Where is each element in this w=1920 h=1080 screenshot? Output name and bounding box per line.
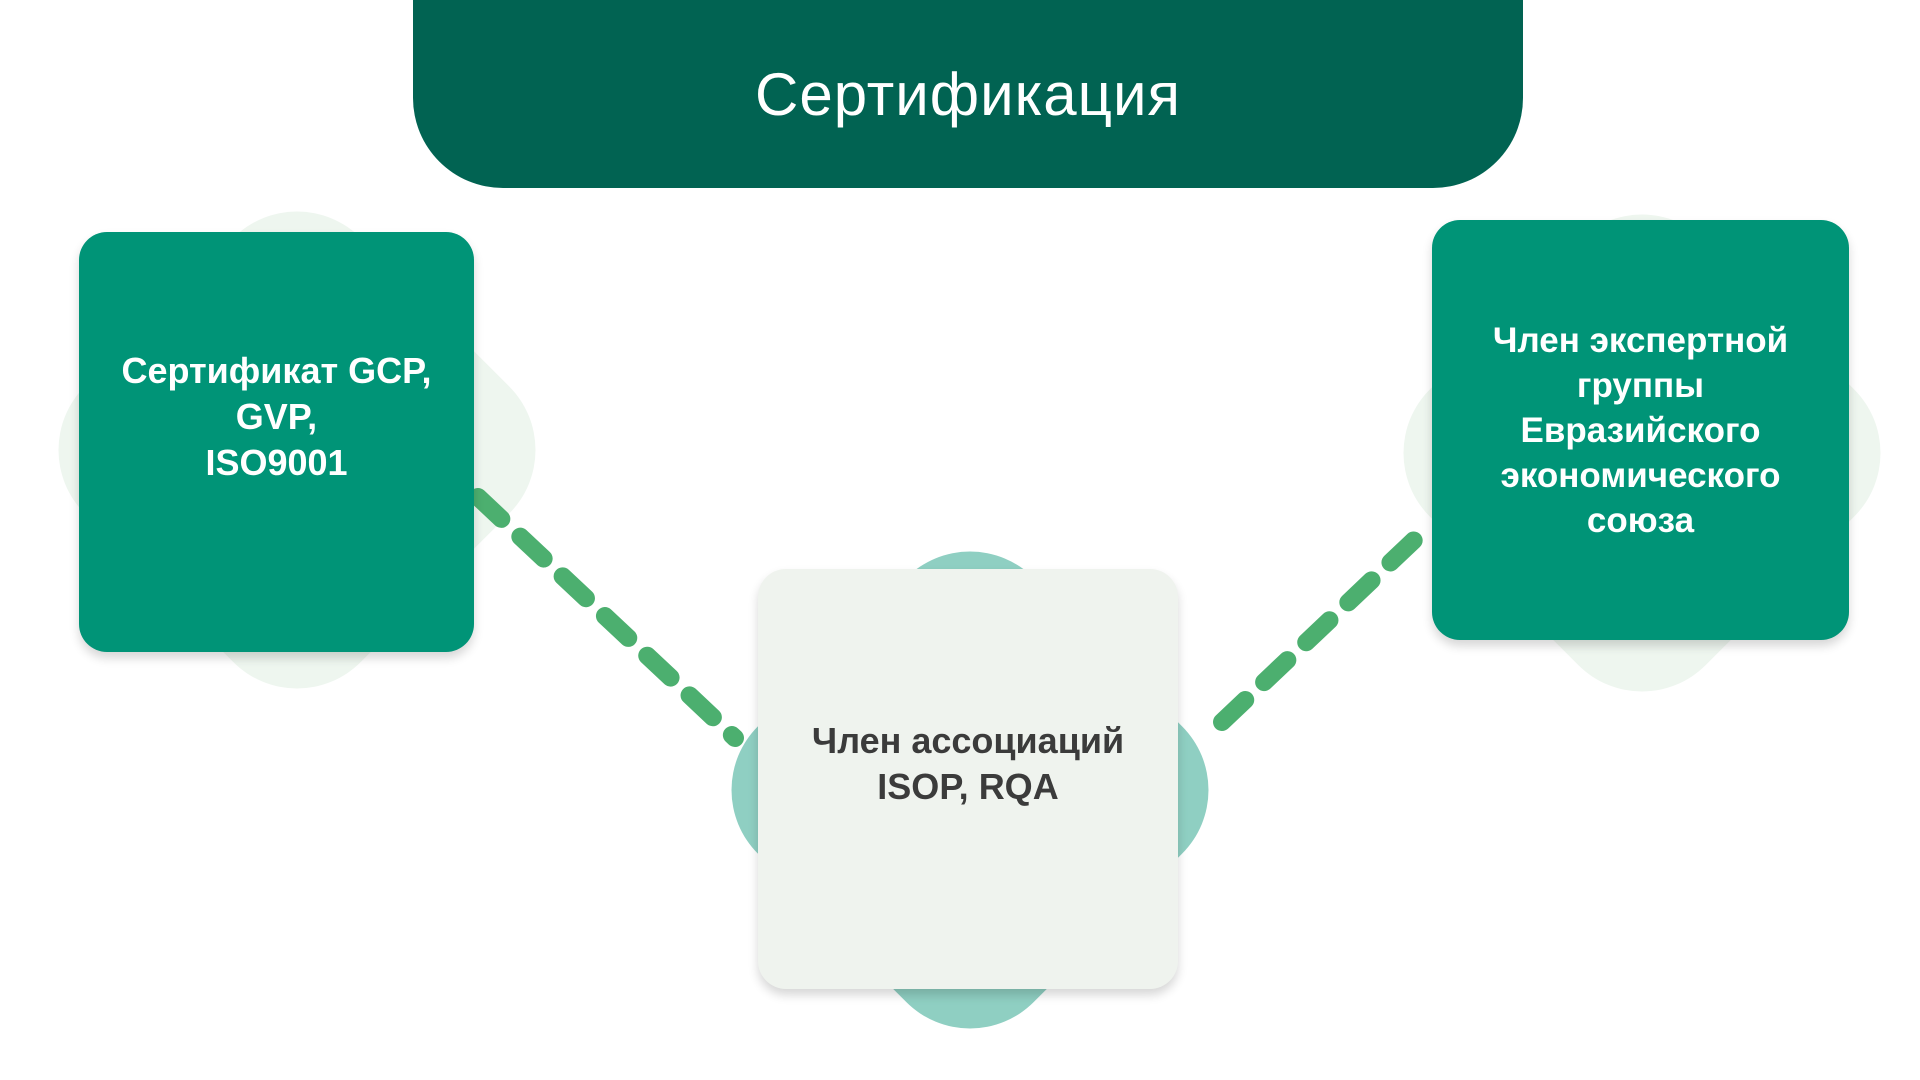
card-associations: Член ассоциаций ISOP, RQA	[758, 569, 1178, 989]
card-gcp-certificate: Сертификат GCP, GVP, ISO9001	[79, 232, 474, 652]
title-banner: Сертификация	[413, 0, 1523, 188]
page-title: Сертификация	[755, 60, 1181, 128]
connector-center-to-right	[1213, 516, 1439, 731]
card-eaeu-expert-group: Член экспертной группы Евразийского экон…	[1432, 220, 1849, 640]
connector-left-to-center	[469, 488, 744, 747]
